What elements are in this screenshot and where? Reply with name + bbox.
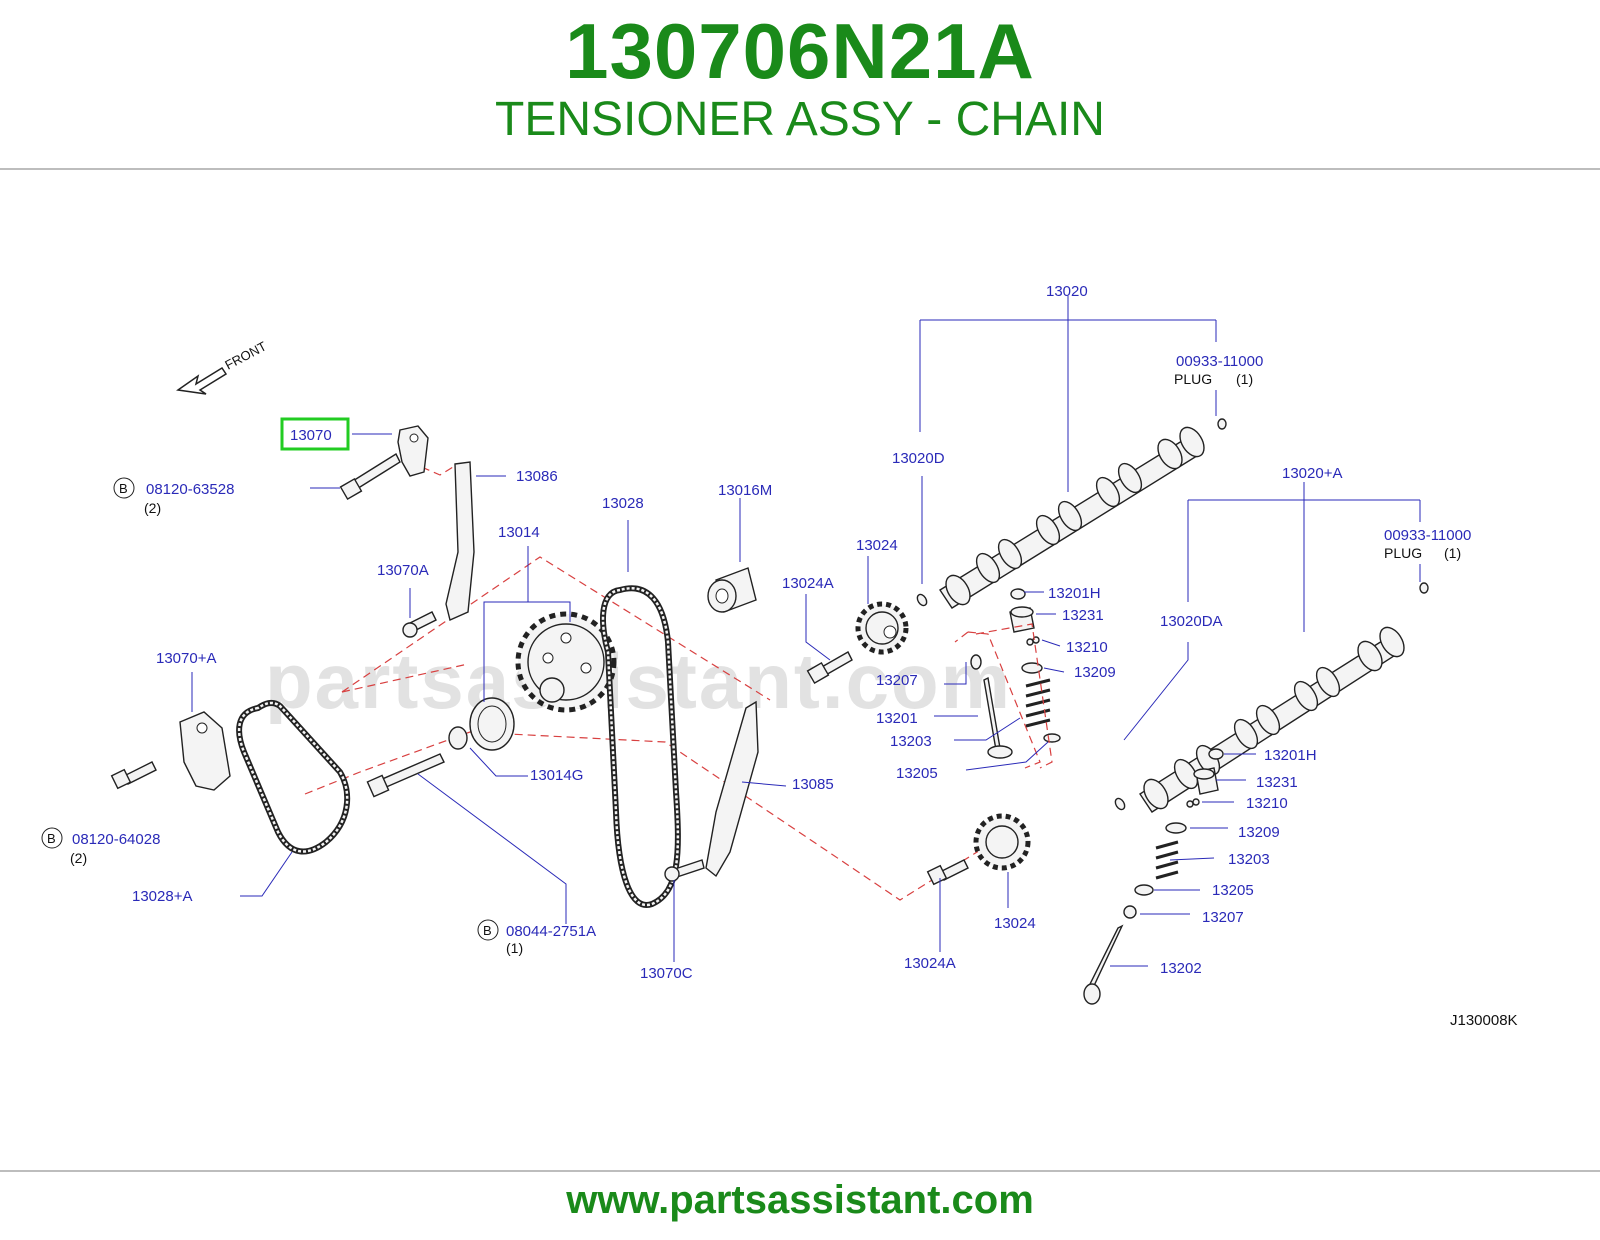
label-qty-08120-63528: (2)	[144, 500, 161, 516]
label-plug-lower: PLUG	[1384, 545, 1422, 561]
chain-13028[interactable]	[600, 585, 681, 908]
parts-diagram: partsassistant.com FRONT	[41, 283, 1518, 1029]
bolt-13070C[interactable]	[664, 859, 705, 882]
front-label: FRONT	[222, 338, 269, 372]
plug-00933-lower[interactable]	[1419, 582, 1429, 594]
gear-13014G[interactable]	[448, 697, 515, 751]
svg-text:B: B	[47, 831, 56, 846]
tensioner-13070[interactable]	[397, 425, 429, 477]
label-13024A-lower[interactable]: 13024A	[904, 955, 956, 972]
part-number: 130706N21A	[565, 7, 1035, 95]
label-13024-upper[interactable]: 13024	[856, 537, 898, 554]
label-13016M[interactable]: 13016M	[718, 482, 772, 499]
label-13210-upper[interactable]: 13210	[1066, 639, 1108, 656]
svg-text:B: B	[483, 923, 492, 938]
label-13086[interactable]: 13086	[516, 468, 558, 485]
sprocket-13024-upper[interactable]	[855, 601, 909, 655]
front-arrow-icon	[176, 366, 228, 395]
camshaft-13020[interactable]	[915, 423, 1209, 609]
label-13070[interactable]: 13070	[290, 427, 332, 444]
label-13014[interactable]: 13014	[498, 524, 540, 541]
label-13085[interactable]: 13085	[792, 776, 834, 793]
footer-divider	[0, 1170, 1600, 1172]
label-13231-upper[interactable]: 13231	[1062, 607, 1104, 624]
label-13205-upper[interactable]: 13205	[896, 765, 938, 782]
label-13202[interactable]: 13202	[1160, 960, 1202, 977]
label-13024-lower[interactable]: 13024	[994, 915, 1036, 932]
label-13207-upper[interactable]: 13207	[876, 672, 918, 689]
sleeve-13016M[interactable]	[707, 567, 757, 613]
label-00933-11000-lower[interactable]: 00933-11000	[1384, 527, 1471, 544]
header-divider	[0, 168, 1600, 170]
label-00933-11000-upper[interactable]: 00933-11000	[1176, 353, 1263, 370]
label-13205-lower[interactable]: 13205	[1212, 882, 1254, 899]
label-13201H-lower[interactable]: 13201H	[1264, 747, 1317, 764]
tensioner-13070-a[interactable]	[179, 711, 231, 791]
label-plug-upper: PLUG	[1174, 371, 1212, 387]
bolt-08120-64028[interactable]	[110, 761, 157, 790]
sprocket-13014[interactable]	[515, 611, 617, 713]
bolt-13024A-upper[interactable]	[806, 651, 853, 685]
label-13028-a[interactable]: 13028+A	[132, 888, 192, 905]
diagram-ref-code: J130008K	[1450, 1012, 1518, 1029]
valve-train-upper[interactable]	[970, 588, 1061, 769]
plug-00933-upper[interactable]	[1217, 418, 1227, 430]
label-13070C[interactable]: 13070C	[640, 965, 693, 982]
label-13203-lower[interactable]: 13203	[1228, 851, 1270, 868]
bolt-marker-1: B	[113, 477, 135, 499]
label-13070-a[interactable]: 13070+A	[156, 650, 216, 667]
label-08044-2751A[interactable]: 08044-2751A	[506, 923, 596, 940]
label-13201H-upper[interactable]: 13201H	[1048, 585, 1101, 602]
label-13207-lower[interactable]: 13207	[1202, 909, 1244, 926]
label-qty-plug-lower: (1)	[1444, 545, 1461, 561]
footer-url[interactable]: www.partsassistant.com	[566, 1178, 1034, 1222]
bolt-08044-2751A[interactable]	[366, 753, 445, 798]
bolt-08120-63528[interactable]	[339, 452, 401, 501]
bolt-marker-3: B	[477, 919, 499, 941]
bolt-13070A[interactable]	[402, 611, 437, 638]
label-qty-08120-64028: (2)	[70, 850, 87, 866]
label-13020DA[interactable]: 13020DA	[1160, 613, 1223, 630]
guide-13086[interactable]	[445, 461, 475, 621]
label-08120-64028[interactable]: 08120-64028	[72, 831, 160, 848]
label-13028[interactable]: 13028	[602, 495, 644, 512]
label-13070A[interactable]: 13070A	[377, 562, 429, 579]
valve-train-lower[interactable]	[1083, 748, 1224, 1005]
label-qty-08044-2751A: (1)	[506, 940, 523, 956]
label-qty-plug-upper: (1)	[1236, 371, 1253, 387]
label-13209-upper[interactable]: 13209	[1074, 664, 1116, 681]
label-13201[interactable]: 13201	[876, 710, 918, 727]
label-13231-lower[interactable]: 13231	[1256, 774, 1298, 791]
label-13020D[interactable]: 13020D	[892, 450, 945, 467]
label-13014G[interactable]: 13014G	[530, 767, 583, 784]
chain-13028-a[interactable]	[236, 699, 351, 855]
label-13020-a[interactable]: 13020+A	[1282, 465, 1342, 482]
svg-text:B: B	[119, 481, 128, 496]
bolt-13024A-lower[interactable]	[926, 859, 969, 886]
bolt-marker-2: B	[41, 827, 63, 849]
sprocket-13024-lower[interactable]	[973, 813, 1031, 871]
highlight-box-13070	[280, 417, 350, 451]
label-08120-63528[interactable]: 08120-63528	[146, 481, 234, 498]
guide-13085[interactable]	[705, 700, 759, 878]
assembly-dash-lines	[304, 461, 1041, 901]
page-header: 130706N21A TENSIONER ASSY - CHAIN	[0, 0, 1600, 170]
part-name: TENSIONER ASSY - CHAIN	[495, 93, 1105, 146]
label-13209-lower[interactable]: 13209	[1238, 824, 1280, 841]
label-13024A-upper[interactable]: 13024A	[782, 575, 834, 592]
label-13020[interactable]: 13020	[1046, 283, 1088, 300]
leader-lines	[191, 296, 1421, 967]
label-13203-upper[interactable]: 13203	[890, 733, 932, 750]
label-13210-lower[interactable]: 13210	[1246, 795, 1288, 812]
camshaft-13020-a[interactable]	[1113, 623, 1409, 813]
